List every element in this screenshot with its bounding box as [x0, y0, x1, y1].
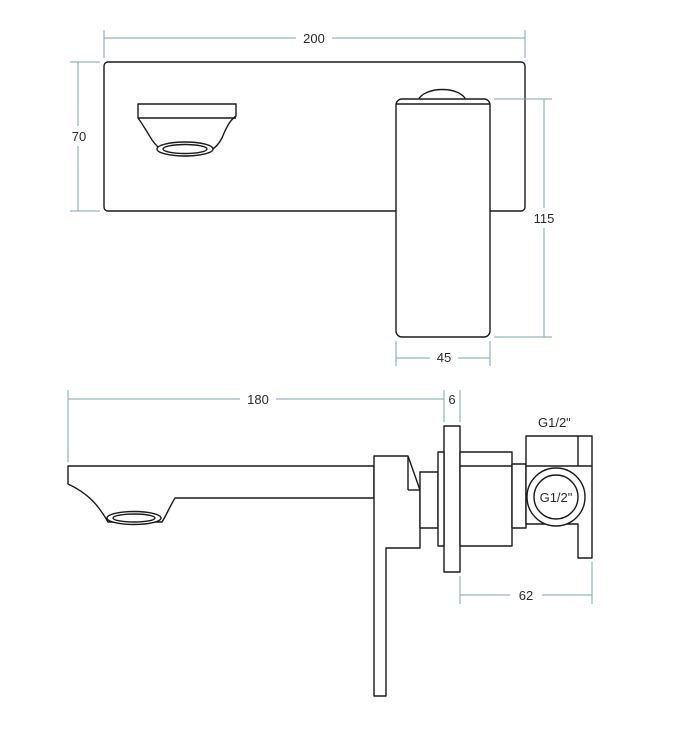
- dimension-handle-height: 115: [494, 98, 560, 338]
- handle-width-label: 45: [437, 350, 451, 365]
- spout-side: [67, 465, 375, 523]
- dimension-width: 200: [103, 29, 526, 58]
- width-label: 200: [303, 31, 325, 46]
- side-inlet-label: G1/2": [540, 490, 573, 505]
- dimension-depth: 62: [459, 562, 593, 604]
- handle-height-label: 115: [534, 211, 555, 226]
- flange-thickness-label: 6: [448, 392, 455, 407]
- front-view: 200 70 115 45: [66, 29, 560, 366]
- side-view: G1/2" G1/2" 180 6 62: [67, 390, 593, 697]
- handle-front: [395, 98, 491, 338]
- dimension-flange-thickness: 6: [448, 390, 461, 422]
- neck: [419, 471, 439, 529]
- spout-outlet-front: [137, 103, 237, 157]
- height-label: 70: [72, 129, 86, 144]
- flange-side: [443, 425, 461, 573]
- side-inlet: G1/2": [526, 467, 586, 527]
- depth-label: 62: [519, 588, 533, 603]
- dimension-spout-length: 180: [67, 390, 445, 462]
- lever-side: [373, 455, 421, 697]
- spout-length-label: 180: [247, 392, 269, 407]
- dimension-handle-width: 45: [395, 341, 491, 366]
- dimension-height: 70: [66, 61, 100, 212]
- top-inlet-label: G1/2": [538, 415, 571, 430]
